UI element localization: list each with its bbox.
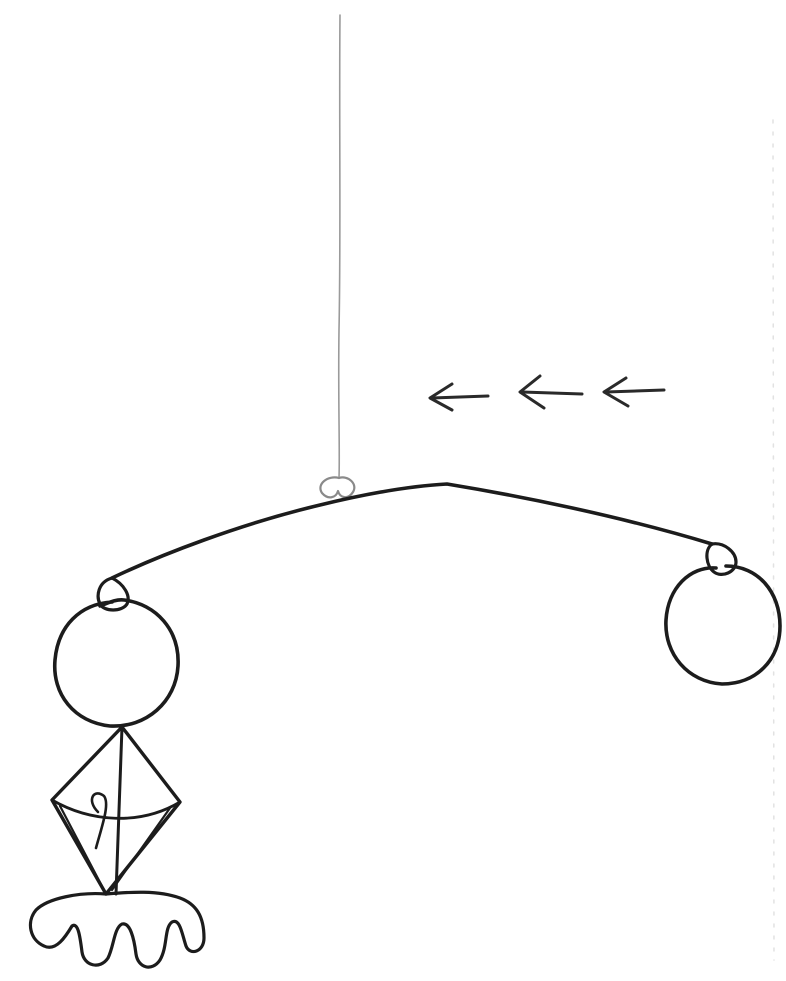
suspension-string [339,15,340,478]
left-arrow-icon [520,376,582,408]
edge-speckle [773,120,774,960]
jellyfish-base [30,892,204,967]
right-ring-loop-icon [707,544,736,575]
left-circle [55,600,178,726]
balance-beam [112,484,712,578]
left-arrow-icon [430,384,488,410]
left-arrow-icon [604,378,664,406]
kite-figure [52,727,180,894]
right-circle [666,566,780,684]
motion-arrows [430,376,664,410]
string-hook-icon [320,477,354,497]
